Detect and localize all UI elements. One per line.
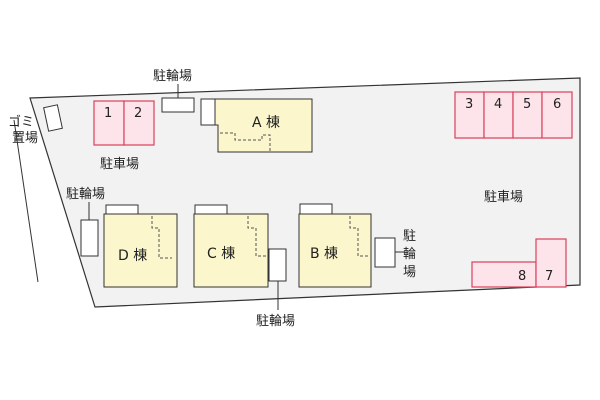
parking-space-8-label: 8 [518,269,526,284]
bike-parking-top-label: 駐輪場 [153,68,192,84]
garbage-label-line2: 置場 [12,131,38,146]
parking-space-3-label: 3 [465,97,473,112]
parking-left-label: 駐車場 [100,157,139,172]
parking-spaces-left: 1 2 [93,100,155,146]
bike-parking-right-box [374,237,396,268]
bike-parking-right-char2: 輪 [403,246,416,262]
building-c: C 棟 [193,204,269,288]
bike-parking-left-label: 駐輪場 [66,186,105,202]
building-a: A 棟 [200,98,313,153]
parking-space-4 [483,91,514,139]
parking-space-8 [471,261,537,288]
parking-space-2-label: 2 [134,106,142,121]
bike-parking-right-char1: 駐 [403,229,416,244]
parking-space-7 [535,238,567,288]
parking-space-6-label: 6 [553,97,561,112]
parking-space-5-label: 5 [523,97,531,112]
parking-right-label: 駐車場 [484,190,523,205]
parking-space-5 [512,91,543,139]
parking-space-2 [123,100,155,146]
building-a-label: A 棟 [252,115,280,131]
parking-spaces-right: 3 4 5 6 [454,91,573,139]
parking-space-1-label: 1 [104,106,112,121]
bike-parking-left-box [80,219,99,257]
building-b-label: B 棟 [310,246,338,262]
building-c-label: C 棟 [207,246,235,262]
parking-space-3 [454,91,485,139]
building-d-label: D 棟 [118,248,147,264]
parking-space-7-label: 7 [545,269,553,284]
bike-parking-bottom-label: 駐輪場 [256,313,295,329]
bike-parking-bottom-box [268,248,287,282]
parking-spaces-bottom: 8 7 [471,238,567,288]
building-d: D 棟 [103,204,178,288]
garbage-label-line1: ゴミ [8,114,34,130]
garbage-box [43,104,63,132]
boundary-line [13,119,39,283]
parking-space-6 [541,91,573,139]
bike-parking-right-char3: 場 [403,265,416,280]
parking-space-4-label: 4 [494,97,502,112]
bike-parking-top-box [161,97,195,113]
building-b: B 棟 [298,203,372,288]
